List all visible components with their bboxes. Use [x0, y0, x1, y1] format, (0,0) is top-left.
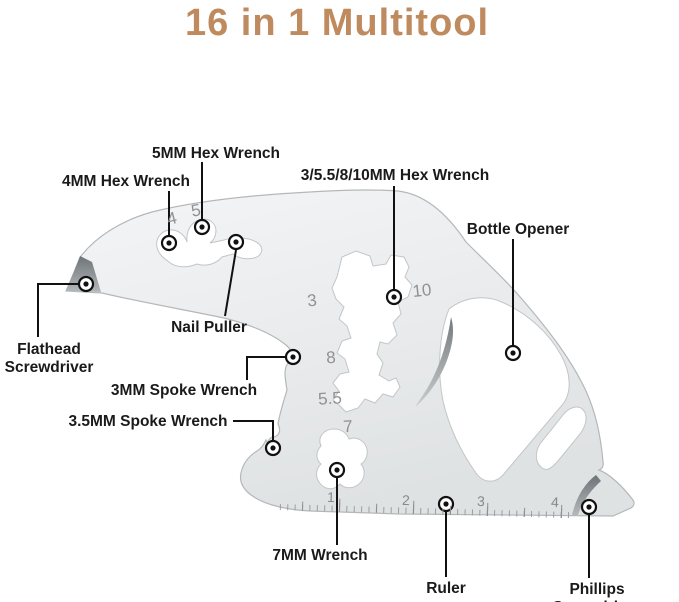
callout-35mm-spoke-marker [264, 439, 282, 457]
page-title: 16 in 1 Multitool [184, 2, 490, 44]
label-7mm-wrench: 7MM Wrench [272, 547, 368, 564]
blade-edge-shading [415, 317, 454, 407]
cutout-bottle-opener [439, 297, 570, 482]
label-35mm-spoke-wrench: 3.5MM Spoke Wrench [68, 413, 228, 430]
label-5mm-hex-wrench: 5MM Hex Wrench [151, 145, 281, 162]
marking-hex-3: 3 [306, 290, 318, 311]
label-3mm-spoke-wrench: 3MM Spoke Wrench [110, 382, 258, 399]
ruler-number-1: 1 [326, 488, 336, 506]
ruler-number-4: 4 [550, 493, 560, 511]
label-hex-multi-wrench: 3/5.5/8/10MM Hex Wrench [300, 167, 490, 184]
cutout-leg-slot [535, 406, 587, 470]
marking-wrench-7: 7 [342, 416, 354, 437]
callout-3mm-spoke-marker [284, 348, 302, 366]
callout-flathead-marker [77, 275, 95, 293]
callout-nail-puller-marker [227, 233, 245, 251]
marking-hex-10: 10 [411, 280, 433, 301]
ruler-number-3: 3 [476, 492, 486, 510]
leader-flathead [37, 283, 78, 337]
callout-7mm-wrench-marker [328, 461, 346, 479]
label-phillips-screwdriver: Phillips Screwdriver [553, 581, 642, 602]
leader-3mm-spoke [246, 356, 286, 380]
marking-hex-8: 8 [325, 347, 337, 368]
cutout-7mm-wrench [316, 428, 368, 490]
callout-4mm-hex-marker [160, 234, 178, 252]
label-4mm-hex-wrench: 4MM Hex Wrench [61, 173, 191, 190]
callout-phillips-marker [580, 498, 598, 516]
label-flathead-screwdriver: Flathead Screwdriver [4, 341, 94, 376]
callout-hex-multi-marker [385, 288, 403, 306]
callout-bottle-opener-marker [504, 344, 522, 362]
label-ruler: Ruler [426, 580, 466, 597]
ruler-number-2: 2 [401, 491, 411, 509]
label-bottle-opener: Bottle Opener [466, 221, 570, 238]
leader-nail-puller [224, 249, 237, 317]
label-nail-puller: Nail Puller [171, 319, 247, 336]
callout-5mm-hex-marker [193, 218, 211, 236]
phillips-tip-bevel [572, 475, 601, 515]
leader-35mm-spoke [233, 420, 274, 441]
marking-hex-5-5: 5.5 [317, 388, 343, 409]
